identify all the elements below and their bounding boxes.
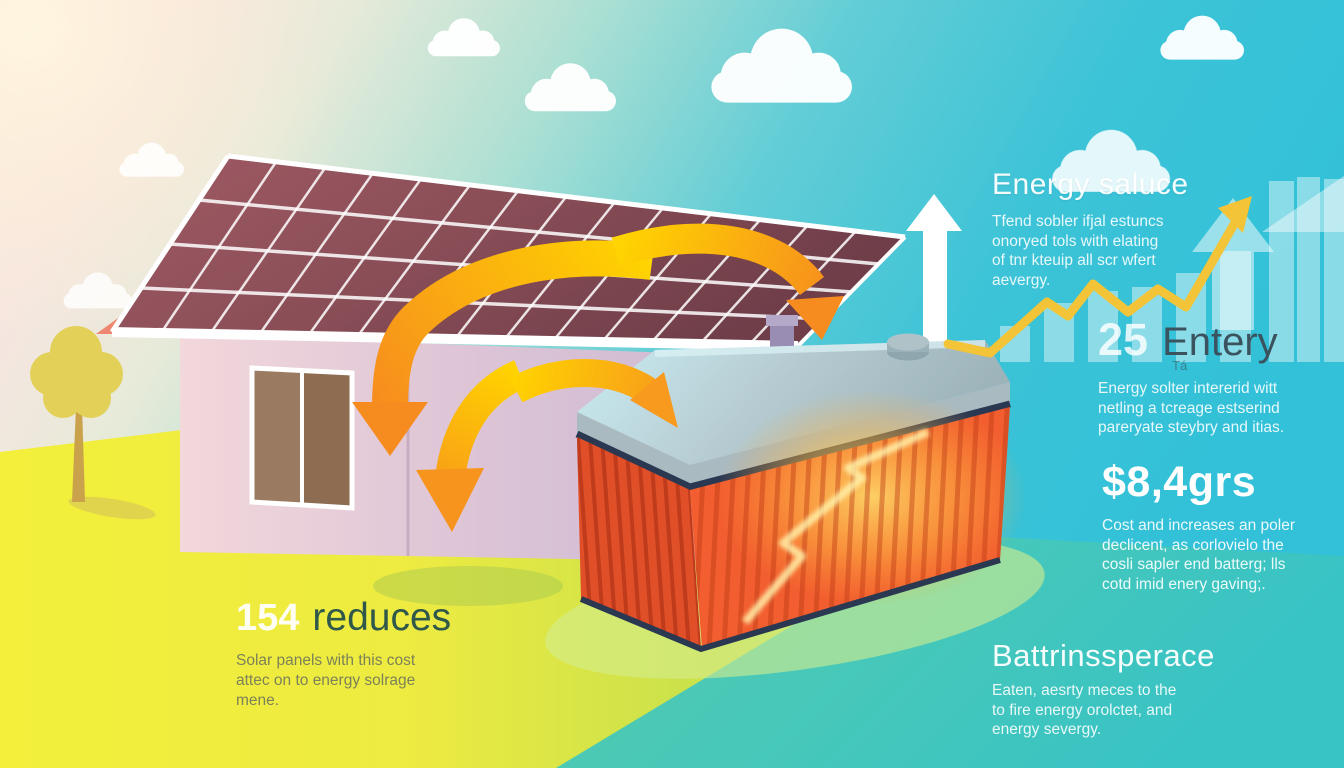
energy-flow-arrows	[352, 223, 844, 532]
reduces-number: 154	[236, 597, 300, 639]
energy-source-annotation: Energy saluce Tfend sobler ifjal estuncs…	[992, 168, 1189, 291]
energy-flow-arrow-1	[352, 240, 655, 456]
energy-flow-arrow-4	[611, 223, 844, 340]
entery-body: Energy solter intererid witt netling a t…	[1098, 380, 1285, 437]
battery-performance-title: Battrinssperace	[992, 638, 1215, 673]
energy-flow-arrow-3	[509, 359, 678, 428]
entery-number: 25	[1098, 314, 1149, 365]
cost-value: $8,4grs	[1102, 458, 1257, 506]
battery-storage-container	[575, 333, 1027, 653]
tree-icon	[30, 326, 156, 520]
battery-energy-streak	[741, 428, 930, 625]
chart-highlight-triangle	[1262, 176, 1344, 232]
energy-source-body: Tfend sobler ifjal estuncs onoryed tols …	[992, 213, 1164, 290]
chart-up-arrow-translucent	[1192, 198, 1274, 330]
entery-annotation: 25 Entery Tá Energy solter intererid wit…	[1098, 314, 1284, 438]
window	[249, 365, 355, 511]
battery-cap	[887, 333, 929, 361]
reduces-title: reduces	[312, 596, 452, 639]
battery-performance-body: Eaten, aesrty meces to the to fire energ…	[992, 682, 1177, 739]
entery-subtext: Tá	[1172, 358, 1188, 373]
energy-source-title: Energy saluce	[992, 168, 1189, 201]
reduces-body: Solar panels with this cost attec on to …	[236, 652, 416, 710]
battery-performance-annotation: Battrinssperace Eaten, aesrty meces to t…	[992, 638, 1215, 740]
house-ground-shadow	[373, 566, 563, 606]
cost-annotation: $8,4grs Cost and increases an poler decl…	[1102, 458, 1295, 595]
cost-body: Cost and increases an poler declicent, a…	[1102, 517, 1296, 594]
energy-flow-arrow-2	[416, 360, 527, 532]
reduces-annotation: 154 reduces Solar panels with this cost …	[236, 596, 451, 711]
battery-lid-top	[577, 340, 1010, 465]
up-arrow-icon	[906, 194, 962, 348]
entery-title: Entery	[1162, 320, 1278, 364]
growth-line-icon	[943, 196, 1252, 358]
